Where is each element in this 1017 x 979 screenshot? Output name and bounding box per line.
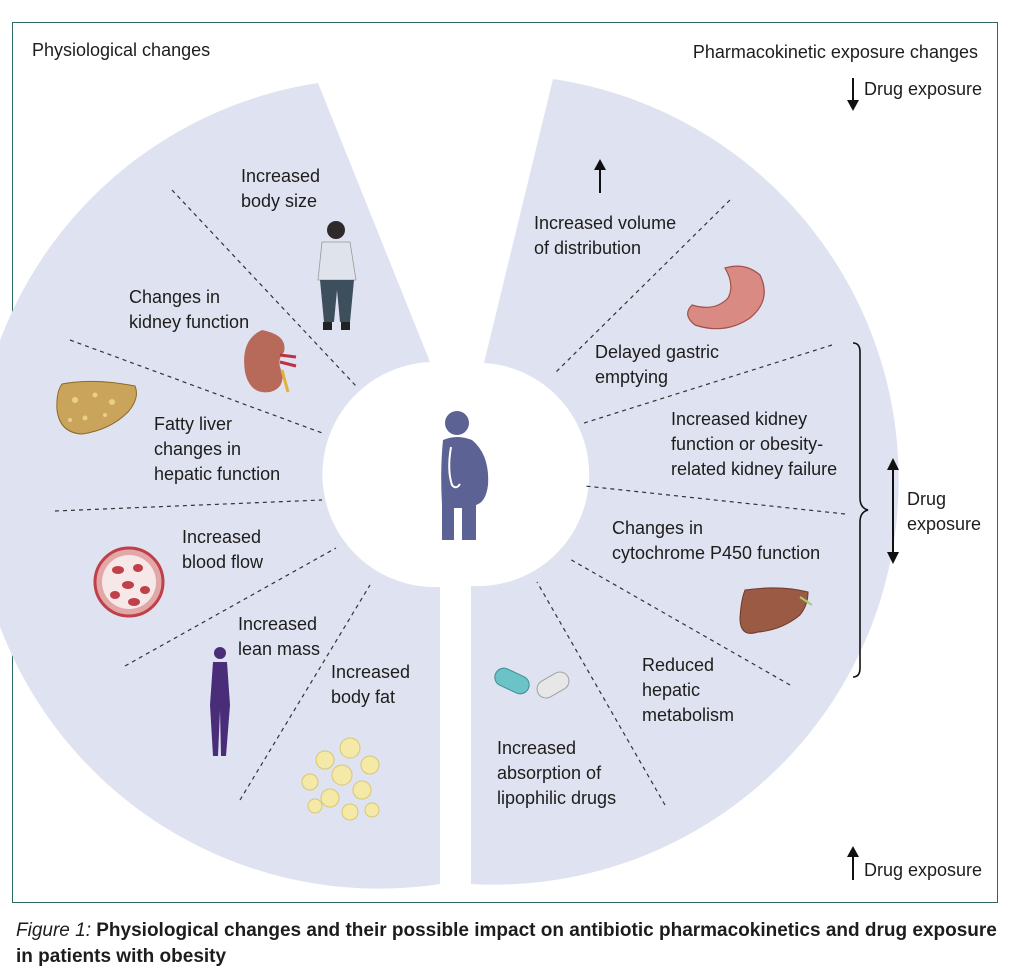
label-absorption-1: Increased [497,738,576,758]
down-arrow-icon [847,78,859,111]
capsule-icon [494,667,570,699]
label-kidney-right-3: related kidney failure [671,459,837,479]
label-volume-1: Increased volume [534,213,676,233]
blood-vessel-icon [93,546,165,618]
label-liver-3: hepatic function [154,464,280,484]
obese-person-icon [441,411,489,540]
kidney-icon [244,330,297,393]
label-kidney-right-1: Increased kidney [671,409,807,429]
label-body-size-2: body size [241,191,317,211]
label-hepatic-1: Reduced [642,655,714,675]
label-liver-1: Fatty liver [154,414,232,434]
caption-label: Figure 1: [16,920,91,941]
label-gastric-2: emptying [595,367,668,387]
label-absorption-3: lipophilic drugs [497,788,616,808]
label-lean-1: Increased [238,614,317,634]
label-blood-2: blood flow [182,552,264,572]
right-dividers [536,199,846,806]
label-cyp-2: cytochrome P450 function [612,543,820,563]
fatty-liver-icon [56,380,137,435]
figure-caption: Figure 1: Physiological changes and thei… [16,918,1006,970]
label-kidney-right-2: function or obesity- [671,434,823,454]
brace [852,342,869,678]
label-absorption-2: absorption of [497,763,602,783]
up-arrow-icon [594,159,606,193]
label-kidney-2: kidney function [129,312,249,332]
double-arrow-icon [887,458,899,564]
legend-both-line2: exposure [907,514,981,534]
diagram-canvas: Physiological changes Pharmacokinetic ex… [0,40,982,889]
fat-cells-icon [301,737,380,821]
caption-text: Physiological changes and their possible… [16,920,997,967]
label-cyp-1: Changes in [612,518,703,538]
label-hepatic-2: hepatic [642,680,700,700]
left-dividers [54,189,371,801]
label-liver-2: changes in [154,439,241,459]
label-body-size-1: Increased [241,166,320,186]
stomach-icon [687,265,765,330]
right-panel [471,79,899,885]
lean-person-icon [210,647,230,756]
legend-up-label: Drug exposure [864,860,982,880]
label-fat-2: body fat [331,687,395,707]
header-right: Pharmacokinetic exposure changes [693,42,978,62]
large-person-icon [317,221,357,330]
label-kidney-1: Changes in [129,287,220,307]
legend-both-line1: Drug [907,489,946,509]
header-left: Physiological changes [32,40,210,60]
label-blood-1: Increased [182,527,261,547]
legend-up-arrow-icon [847,846,859,880]
label-volume-2: of distribution [534,238,641,258]
legend-down-label: Drug exposure [864,79,982,99]
label-lean-2: lean mass [238,639,320,659]
label-hepatic-3: metabolism [642,705,734,725]
label-gastric-1: Delayed gastric [595,342,719,362]
label-fat-1: Increased [331,662,410,682]
liver-icon [739,587,813,634]
